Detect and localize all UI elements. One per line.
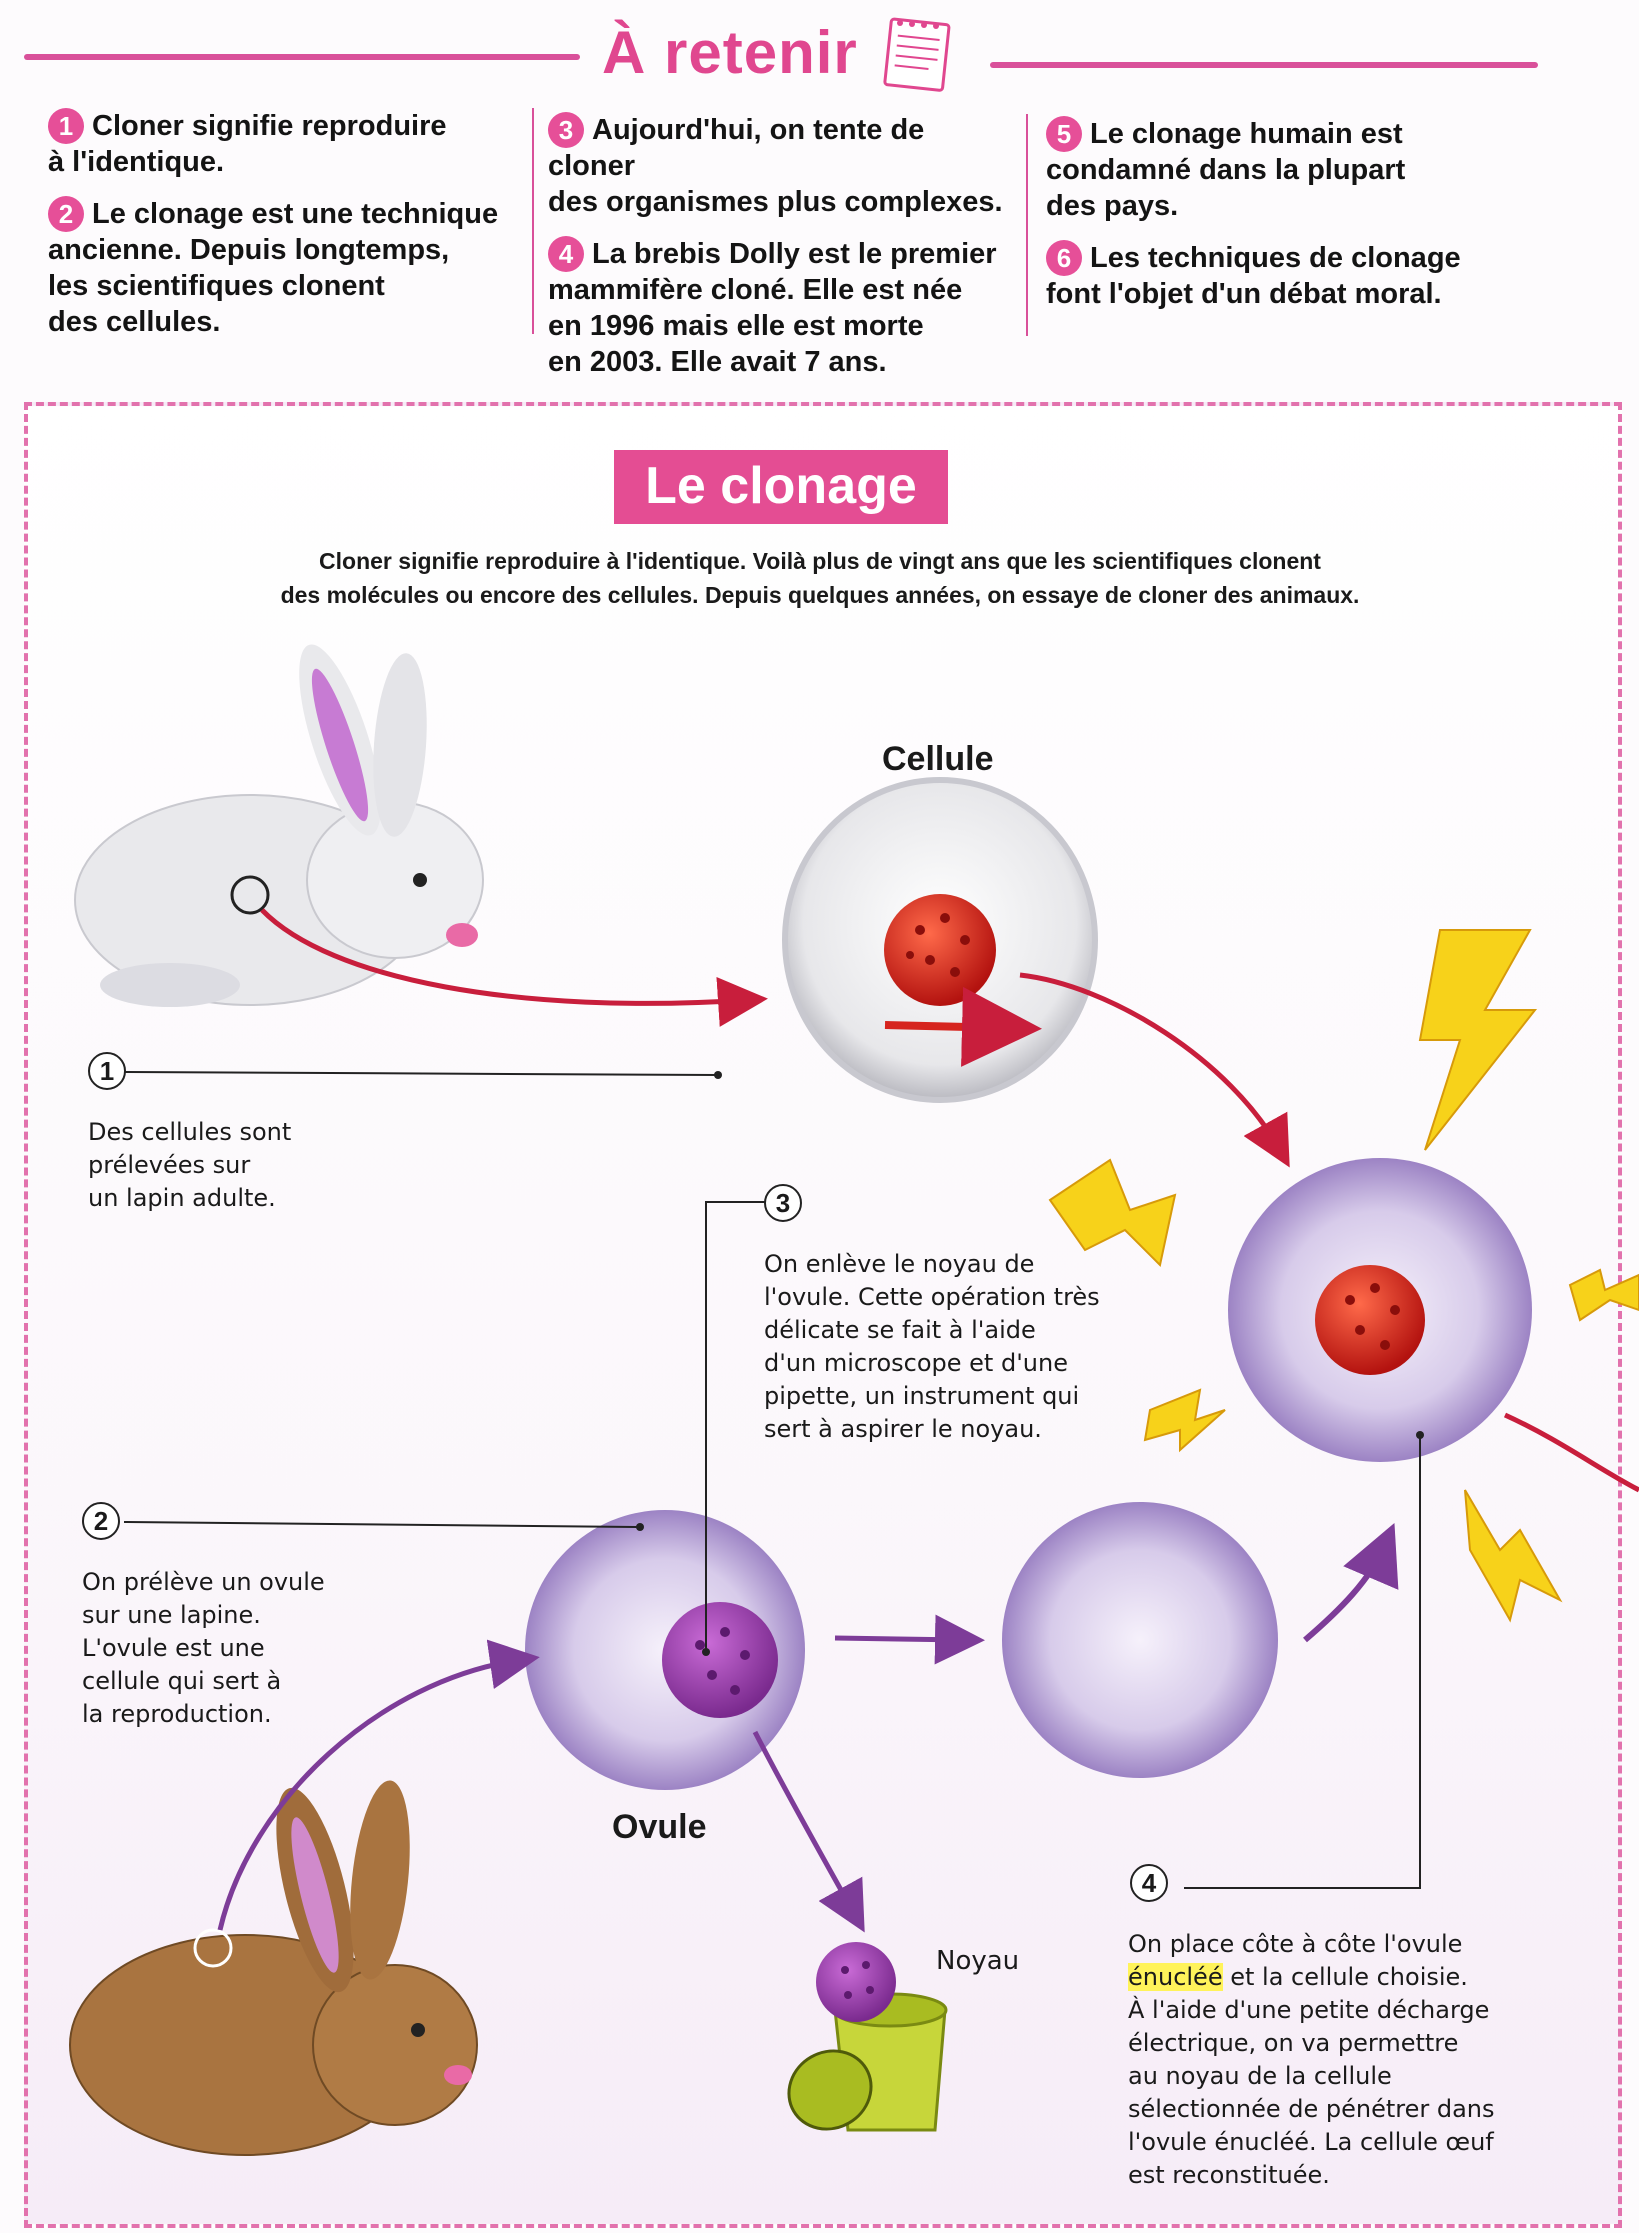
item-text: Le clonage humain est condamné dans la p… <box>1046 118 1406 222</box>
step-1-number: 1 <box>88 1052 126 1090</box>
step-4-text-after: et la cellule choisie. À l'aide d'une pe… <box>1128 1963 1495 2189</box>
lightning-icon <box>1048 929 1639 1623</box>
panel-intro: Cloner signifie reproduire à l'identique… <box>280 548 1360 608</box>
item-number: 4 <box>548 236 584 272</box>
header-rule-left <box>24 54 580 60</box>
step-4-highlight: énucléé <box>1128 1963 1223 1991</box>
ovule-image <box>525 1510 805 1790</box>
step-4-text: On place côte à côte l'ovule énucléé et … <box>1128 1928 1495 2192</box>
item-text: Aujourd'hui, on tente de cloner des orga… <box>548 114 1003 218</box>
header-divider <box>1026 114 1028 336</box>
step-3-text: On enlève le noyau de l'ovule. Cette opé… <box>764 1250 1100 1443</box>
item-text: La brebis Dolly est le premier mammifère… <box>548 238 997 378</box>
panel-title: Le clonage <box>614 450 948 524</box>
white-rabbit-image <box>74 644 484 1007</box>
item-text: Cloner signifie reproduire à l'identique… <box>48 110 447 178</box>
header-title: À retenir <box>602 19 858 86</box>
header-divider <box>532 108 534 334</box>
trash-bin-image <box>787 1942 948 2132</box>
cellule-image <box>782 777 1098 1103</box>
reconstituted-cell-image <box>1228 1158 1532 1462</box>
item-number: 2 <box>48 196 84 232</box>
step-1-text: Des cellules sont prélevées sur un lapin… <box>88 1118 292 1212</box>
cellule-label: Cellule <box>882 740 994 778</box>
step-3-number: 3 <box>764 1184 802 1222</box>
ovule-label: Ovule <box>612 1808 707 1846</box>
item-number: 6 <box>1046 240 1082 276</box>
header-rule-right <box>990 62 1538 68</box>
item-text: Le clonage est une technique ancienne. D… <box>48 198 499 338</box>
item-number: 3 <box>548 112 584 148</box>
item-number: 5 <box>1046 116 1082 152</box>
step-4-number: 4 <box>1130 1864 1168 1902</box>
noyau-label: Noyau <box>936 1946 1020 1976</box>
enucleated-ovule-image <box>1002 1502 1278 1778</box>
step-2-text: On prélève un ovule sur une lapine. L'ov… <box>82 1568 325 1728</box>
step-2-number: 2 <box>82 1502 120 1540</box>
item-number: 1 <box>48 108 84 144</box>
brown-rabbit-image <box>69 1780 478 2156</box>
notepad-icon <box>883 17 951 92</box>
step-4-text-before: On place côte à côte l'ovule <box>1128 1930 1463 1958</box>
item-text: Les techniques de clonage font l'objet d… <box>1046 242 1461 310</box>
